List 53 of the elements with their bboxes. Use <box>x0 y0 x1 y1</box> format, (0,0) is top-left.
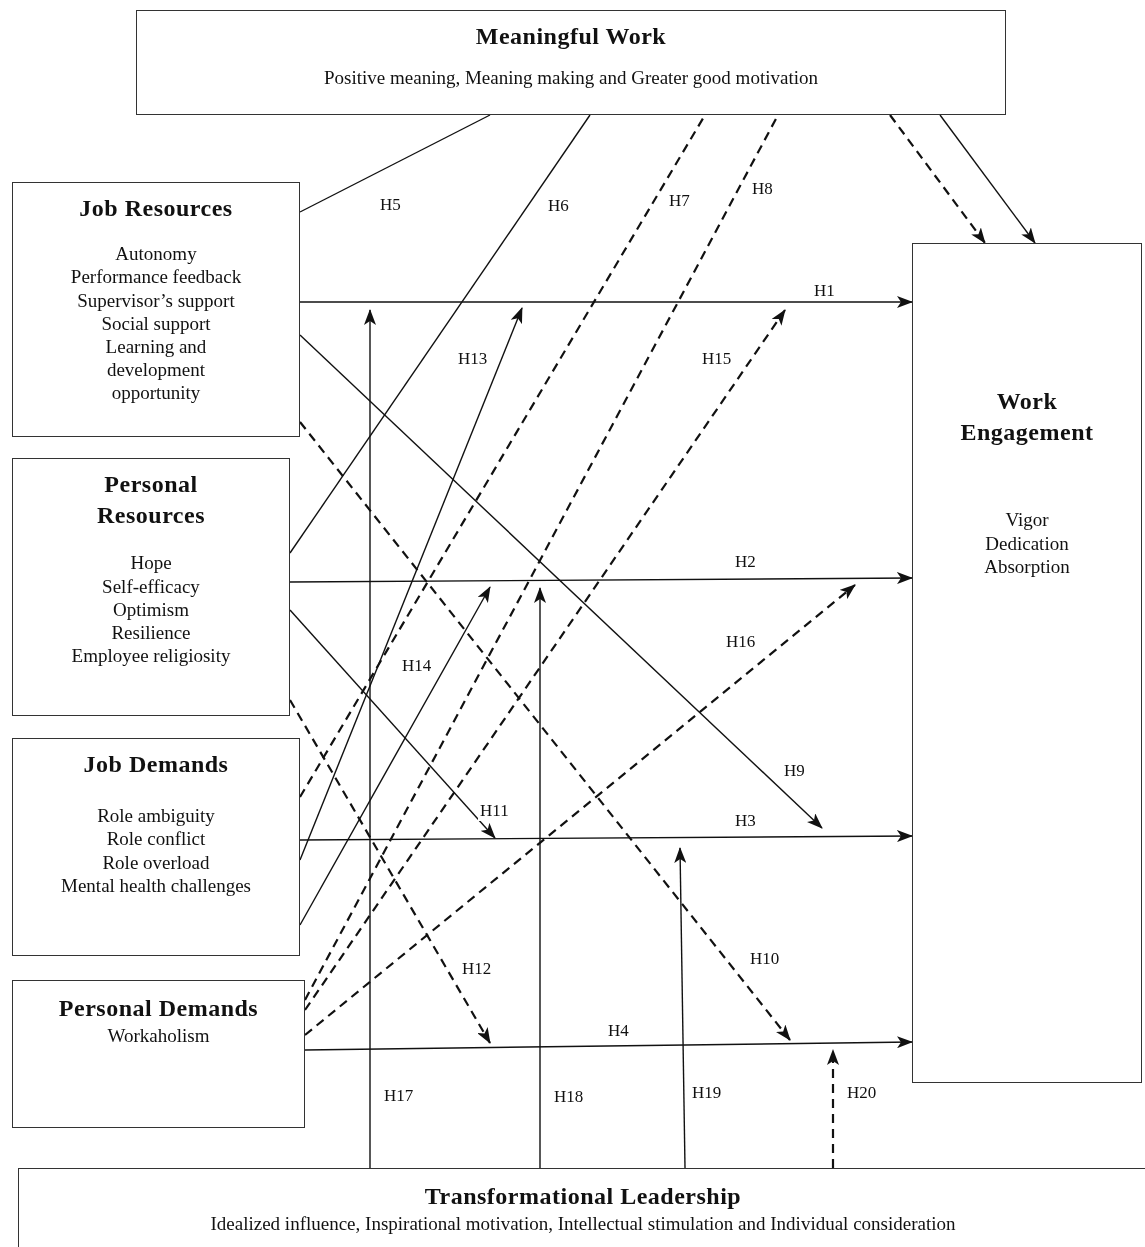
box-text: Hope <box>130 551 172 575</box>
box-text: Self-efficacy <box>102 574 200 598</box>
box-title: Work Engagement <box>959 387 1095 448</box>
arrow <box>889 114 986 244</box>
box-text: Absorption <box>984 554 1070 578</box>
arrow <box>304 584 856 1036</box>
box-text: Optimism <box>113 597 189 621</box>
concept-box <box>18 1168 1145 1247</box>
arrow <box>674 847 687 1169</box>
arrow <box>304 1036 913 1051</box>
arrow <box>289 699 491 1044</box>
arrow <box>299 421 791 1041</box>
arrow <box>364 309 376 1169</box>
arrow <box>534 587 546 1169</box>
box-text: Dedication <box>985 531 1069 555</box>
box-title: Transformational Leadership <box>424 1182 742 1211</box>
concept-box <box>12 182 300 437</box>
box-title: Personal Demands <box>58 994 259 1023</box>
arrow <box>289 572 913 585</box>
arrow <box>299 586 491 926</box>
arrow <box>827 1049 839 1168</box>
box-title: Meaningful Work <box>475 22 667 51</box>
box-text: Positive meaning, Meaning making and Greater good motivation <box>324 66 818 90</box>
box-text: Mental health challenges <box>61 873 251 897</box>
arrow <box>939 114 1036 244</box>
box-text: Resilience <box>111 620 191 645</box>
arrow <box>299 296 913 308</box>
box-text: Idealized influence, Inspirational motivation, Intellectual stimulation and Individual consideration <box>210 1212 956 1236</box>
box-text: Performance feedback <box>70 265 242 289</box>
arrow <box>299 307 523 861</box>
concept-box <box>912 243 1142 1083</box>
box-text: Employee religiosity <box>71 644 231 668</box>
concept-box <box>12 980 305 1128</box>
concept-box <box>136 10 1006 115</box>
box-title: Job Demands <box>83 750 229 779</box>
arrow <box>289 609 496 839</box>
box-text: Vigor <box>1005 508 1049 532</box>
box-title: Personal Resources <box>95 470 206 531</box>
box-text: Role ambiguity <box>97 804 215 828</box>
box-text: Role conflict <box>106 827 206 851</box>
box-text: Supervisor’s support <box>77 288 235 312</box>
box-text: Workaholism <box>107 1024 210 1048</box>
arrow <box>304 309 786 1011</box>
box-text: Social support <box>101 311 211 335</box>
edge-label: H11 <box>478 802 511 821</box>
concept-box <box>12 738 300 956</box>
arrow <box>299 830 913 843</box>
box-text: Role overload <box>102 850 210 874</box>
box-text: Autonomy <box>115 242 197 266</box>
concept-box <box>12 458 290 716</box>
box-title: Job Resources <box>79 194 233 223</box>
arrow <box>299 334 823 829</box>
box-text: Learning and development opportunity <box>104 334 208 405</box>
